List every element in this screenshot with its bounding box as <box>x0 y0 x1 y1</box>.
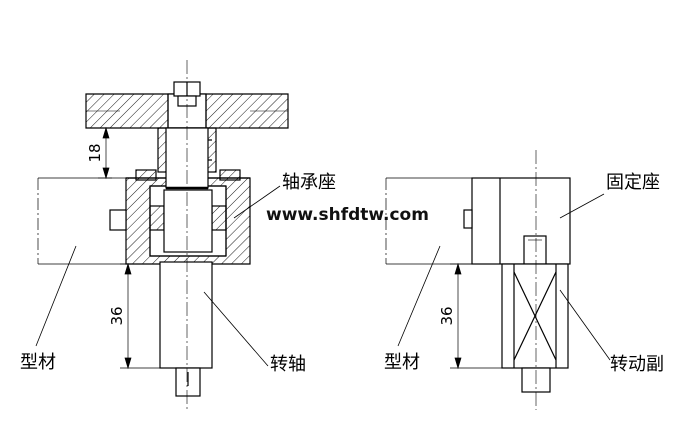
label-fixed-seat: 固定座 <box>606 172 660 193</box>
rotary-pair <box>501 263 569 393</box>
left-assembly <box>35 60 289 410</box>
label-profile-right: 型材 <box>384 352 420 373</box>
dimension-36-left <box>120 262 160 370</box>
dimension-36-right <box>450 262 502 370</box>
dimension-text-36-left: 36 <box>108 306 126 325</box>
right-assembly <box>385 150 611 410</box>
label-bearing-seat: 轴承座 <box>282 172 336 193</box>
dimension-text-36-right: 36 <box>438 306 456 325</box>
left-leaders <box>35 185 281 367</box>
right-leaders <box>397 193 611 361</box>
dimension-18 <box>86 126 112 180</box>
label-rotary-pair: 转动副 <box>610 354 664 375</box>
dimension-text-18: 18 <box>86 143 104 162</box>
label-shaft: 转轴 <box>270 354 306 375</box>
bearings <box>149 189 227 253</box>
label-profile-left: 型材 <box>20 352 56 373</box>
shaft <box>159 127 213 397</box>
fixed-seat-block <box>463 177 571 265</box>
watermark: www.shfdtw.com <box>266 205 429 225</box>
